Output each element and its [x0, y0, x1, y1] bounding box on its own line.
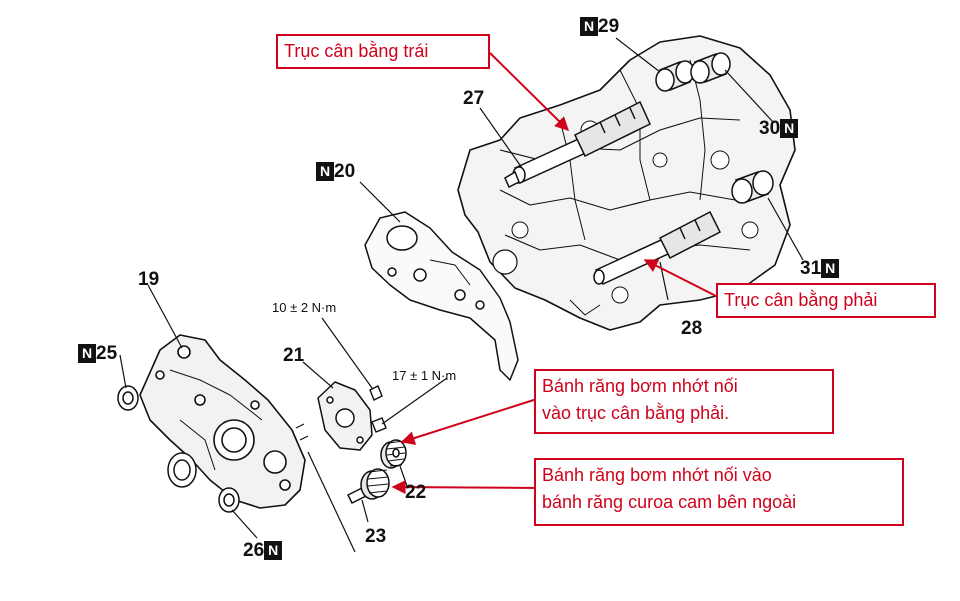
- gasket: [364, 211, 519, 381]
- bolt-10nm: [369, 385, 383, 401]
- leader-lines: [119, 37, 804, 553]
- n-badge-icon: N: [821, 259, 840, 278]
- oil-pump-gear-22: [380, 439, 407, 469]
- label-part-19: 19: [138, 269, 160, 290]
- bushing-29: [655, 60, 695, 92]
- label-part-21: 21: [283, 345, 305, 366]
- n-badge-icon: N: [316, 162, 334, 181]
- cylinder-block: [457, 35, 796, 331]
- n-badge-icon: N: [264, 541, 283, 560]
- annotation-arrows: [391, 52, 717, 495]
- oil-pump-drive-gear-23: [346, 468, 390, 505]
- label-part-22: 22: [405, 482, 427, 503]
- bushing-30: [690, 52, 731, 84]
- label-part-23: 23: [365, 526, 387, 547]
- torque-spec-10nm: 10 ± 2 N·m: [272, 300, 337, 315]
- oil-seal-26: [218, 487, 240, 513]
- callout-oil-pump-gear-right-shaft: Bánh răng bơm nhớt nối vào trục cân bằng…: [534, 369, 834, 434]
- front-case: [139, 334, 306, 509]
- n-badge-icon: N: [580, 17, 598, 36]
- callout-oil-pump-gear-belt: Bánh răng bơm nhớt nối vào bánh răng cur…: [534, 458, 904, 526]
- bolt-17nm: [371, 417, 387, 433]
- callout-right-balance-shaft: Trục cân bằng phải: [716, 283, 936, 318]
- n-badge-icon: N: [780, 119, 799, 138]
- torque-spec-17nm: 17 ± 1 N·m: [392, 368, 457, 383]
- bushing-31: [731, 170, 774, 204]
- n-badge-icon: N: [78, 344, 96, 363]
- oil-pump-cover: [317, 381, 373, 451]
- left-balance-shaft: [504, 100, 651, 189]
- right-balance-shaft: [593, 210, 722, 285]
- crank-oil-seal: [167, 452, 197, 488]
- callout-left-balance-shaft: Trục cân bằng trái: [276, 34, 490, 69]
- label-part-28: 28: [681, 318, 703, 339]
- dowel-pins: [295, 423, 309, 441]
- oil-seal-25: [117, 385, 139, 411]
- label-part-27: 27: [463, 88, 485, 109]
